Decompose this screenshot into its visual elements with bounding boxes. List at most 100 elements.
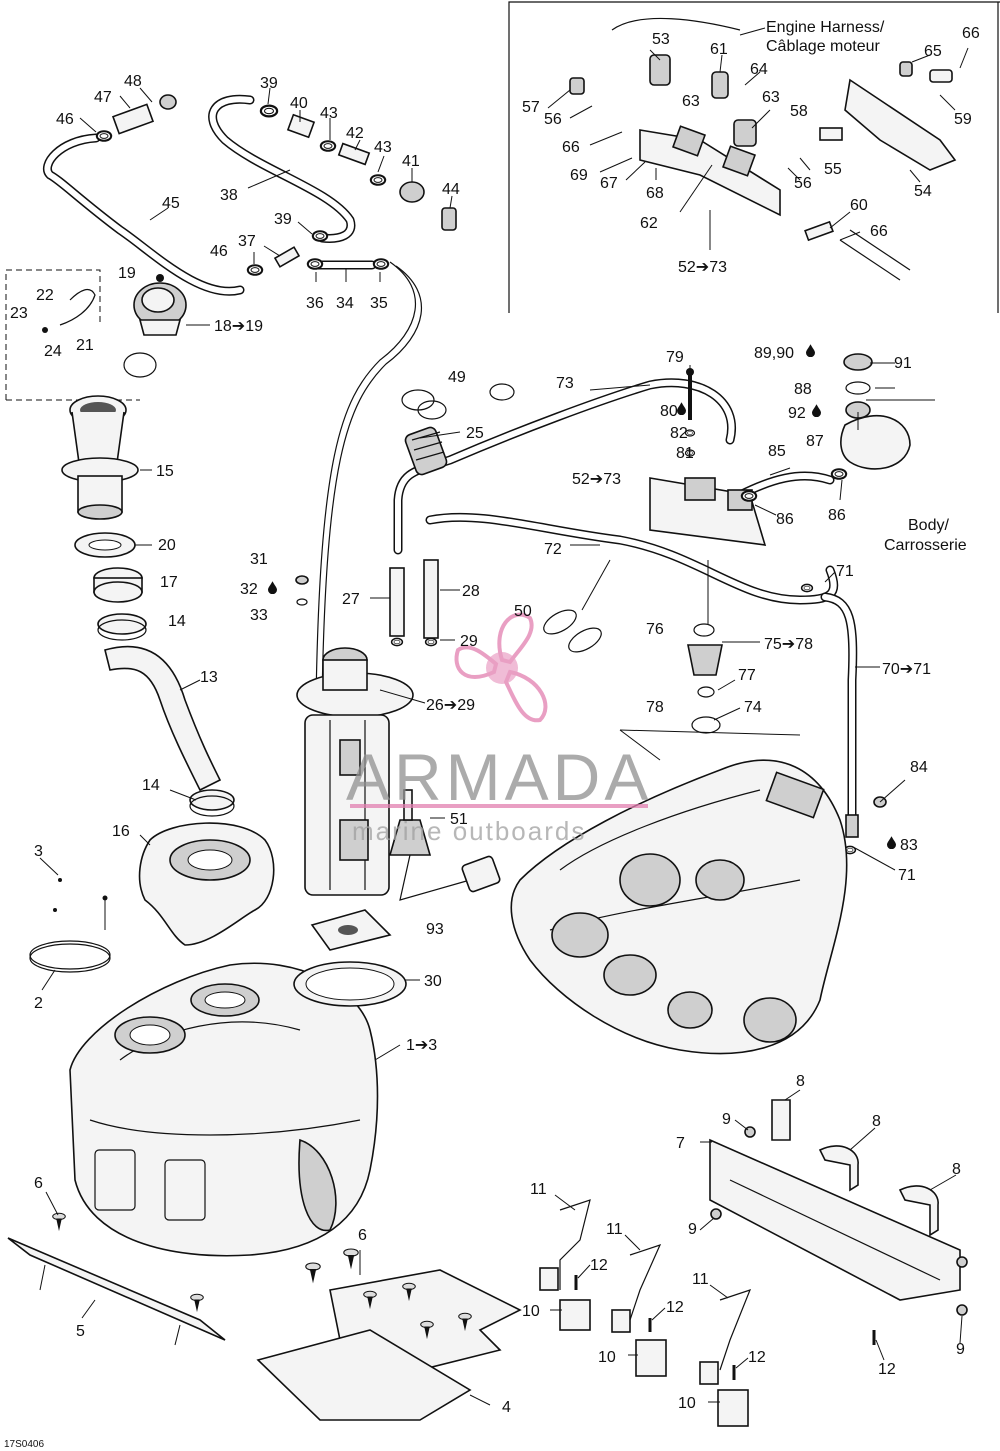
callout-69: 69: [570, 167, 588, 184]
drop-icon-92: [812, 404, 821, 417]
callout-48: 48: [124, 73, 142, 90]
callout-46-a: 46: [56, 111, 74, 128]
callout-18-19: 18➔19: [214, 318, 263, 335]
callout-19: 19: [118, 265, 136, 282]
injectors-53-61-58: [569, 17, 953, 147]
callout-22: 22: [36, 287, 54, 304]
drop-icon-32: [268, 581, 277, 594]
callout-35: 35: [370, 295, 388, 312]
callout-9-a: 9: [722, 1111, 731, 1128]
callout-79: 79: [666, 349, 684, 366]
callout-33: 33: [250, 607, 268, 624]
hose-73: [393, 378, 736, 555]
gasket-29-plate: [310, 909, 392, 951]
callout-63-a: 63: [682, 93, 700, 110]
regulator-75: [687, 623, 723, 734]
callout-63-b: 63: [762, 89, 780, 106]
callout-46-b: 46: [210, 243, 228, 260]
propeller-logo-icon: [454, 612, 548, 723]
caption-engine-harness-fr: Câblage moteur: [766, 38, 881, 55]
callout-6-a: 6: [34, 1175, 43, 1192]
fuel-tank-1: [69, 962, 379, 1257]
callout-28: 28: [462, 583, 480, 600]
filler-cap-detail-box: [5, 269, 140, 401]
callout-4: 4: [502, 1399, 511, 1416]
callout-29: 29: [460, 633, 478, 650]
callout-7: 7: [676, 1135, 685, 1152]
callout-10-a: 10: [522, 1303, 540, 1320]
fittings-39-44: [246, 104, 457, 277]
callout-86-b: 86: [828, 507, 846, 524]
callout-11-c: 11: [692, 1271, 709, 1288]
callout-27: 27: [342, 591, 360, 608]
filler-neck-15: [61, 395, 139, 520]
callout-55: 55: [824, 161, 842, 178]
engine: [510, 729, 848, 1055]
callout-56-a: 56: [544, 111, 562, 128]
callout-6-b: 6: [358, 1227, 367, 1244]
callout-44: 44: [442, 181, 460, 198]
rail-7: [709, 1138, 961, 1301]
callout-59: 59: [954, 111, 972, 128]
callout-83: 83: [900, 837, 918, 854]
callout-17: 17: [160, 574, 178, 591]
callout-81: 81: [676, 445, 694, 462]
callout-66-b: 66: [562, 139, 580, 156]
caption-body-fr: Carrosserie: [884, 537, 967, 554]
caption-engine-harness-en: Engine Harness/: [766, 19, 885, 36]
callout-86-a: 86: [776, 511, 794, 528]
watermark-tagline: marine outboards: [352, 816, 586, 846]
callout-66-c: 66: [870, 223, 888, 240]
callout-57: 57: [522, 99, 540, 116]
callout-53: 53: [652, 31, 670, 48]
callout-39-b: 39: [274, 211, 292, 228]
hose-long-to-pump: [315, 261, 423, 701]
pad-4: [256, 1269, 522, 1421]
callout-40: 40: [290, 95, 308, 112]
hose-13: [104, 645, 222, 792]
callout-2: 2: [34, 995, 43, 1012]
callout-23: 23: [10, 305, 28, 322]
filter-25: [404, 426, 448, 476]
callout-8-c: 8: [952, 1161, 961, 1178]
engine-harness-box: [508, 1, 1000, 313]
reservoir-87: [840, 353, 911, 470]
clamp-14-top: [97, 613, 147, 641]
callout-65: 65: [924, 43, 942, 60]
callout-77: 77: [738, 667, 756, 684]
hose-70: [820, 592, 858, 835]
callout-78: 78: [646, 699, 664, 716]
callout-75-78: 75➔78: [764, 636, 813, 653]
watermark-brand: ARMADA: [346, 740, 652, 814]
callout-54: 54: [914, 183, 932, 200]
callout-88: 88: [794, 381, 812, 398]
callout-49: 49: [448, 369, 466, 386]
clamp-14-bottom: [189, 789, 235, 817]
callout-72: 72: [544, 541, 562, 558]
callout-42: 42: [346, 125, 364, 142]
callout-64: 64: [750, 61, 768, 78]
callout-41: 41: [402, 153, 420, 170]
seal-30: [293, 961, 407, 1007]
callout-1-3: 1➔3: [406, 1037, 437, 1054]
hose-45: [43, 133, 245, 296]
callout-labels: 48 47 46 39 40 43 42 43 41 44 38 45 39 3…: [10, 25, 980, 1416]
callout-31: 31: [250, 551, 268, 568]
callout-84: 84: [910, 759, 928, 776]
callout-68: 68: [646, 185, 664, 202]
callout-12-d: 12: [878, 1361, 896, 1378]
callout-92: 92: [788, 405, 806, 422]
clamps-50: [543, 609, 602, 653]
callout-70-71: 70➔71: [882, 661, 931, 678]
callout-30: 30: [424, 973, 442, 990]
callout-14-a: 14: [168, 613, 186, 630]
diagram-code: 17S0406: [4, 1439, 44, 1450]
callout-37: 37: [238, 233, 256, 250]
brackets-10-11: [539, 1199, 752, 1427]
clips-55-60: [804, 127, 911, 281]
callout-62: 62: [640, 215, 658, 232]
callout-47: 47: [94, 89, 112, 106]
watermark-underline: [350, 804, 648, 808]
callout-74: 74: [744, 699, 762, 716]
